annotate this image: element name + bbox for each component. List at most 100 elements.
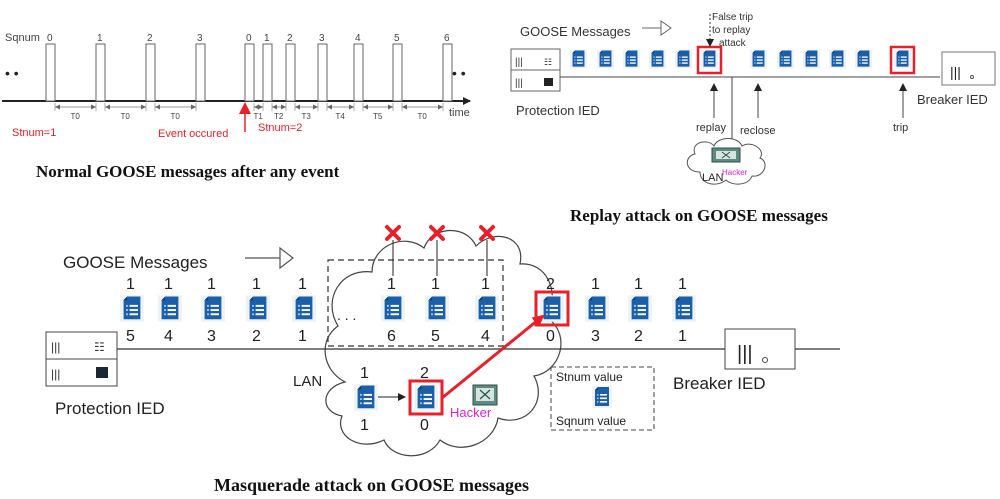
svg-text:|||: ||| xyxy=(950,64,961,80)
replay-message xyxy=(570,49,587,69)
message-doc-icon xyxy=(292,295,316,322)
sqnum-value: 3 xyxy=(207,328,216,345)
blocked-x-marker xyxy=(429,225,445,276)
sqnum-value: 2 xyxy=(634,328,643,345)
pulse-after: 6 xyxy=(442,33,453,102)
interval-marker: T4 xyxy=(326,103,355,121)
replay-message-highlighted xyxy=(696,45,723,75)
message-doc-icon xyxy=(597,49,614,69)
pulse-before: 3 xyxy=(195,33,206,102)
sqnum-value: 1 xyxy=(360,417,369,434)
blocked-message: 15 xyxy=(425,276,449,345)
injected-message: 20 xyxy=(534,276,570,345)
masq-protection-ied: ||| ||| ☷ xyxy=(45,331,118,387)
interval-label: T0 xyxy=(71,112,81,121)
stnum-value: 1 xyxy=(634,276,643,293)
message-doc-icon xyxy=(585,295,609,322)
sqnum-value: 2 xyxy=(252,328,261,345)
blocked-x-icon xyxy=(385,225,401,241)
sqnum-label: Sqnum xyxy=(5,32,40,44)
replay-message xyxy=(597,49,614,69)
replay-message-highlighted xyxy=(889,45,916,75)
stnum-value: 2 xyxy=(420,365,429,382)
masquerade-diagram: GOOSE Messages ||| ||| ☷ Protection IED … xyxy=(45,225,840,495)
pulse-after: 4 xyxy=(353,33,364,102)
false-trip-text: False trip to replay attack xyxy=(712,12,756,49)
interval-label: T0 xyxy=(418,112,428,121)
replay-direction-arrow xyxy=(642,20,672,36)
sqnum-value: 0 xyxy=(546,328,555,345)
message-doc-icon xyxy=(354,384,378,411)
sqnum-value: 5 xyxy=(394,33,400,44)
trip-label: trip xyxy=(893,122,908,134)
pulse-after: 3 xyxy=(317,33,328,102)
masq-hacker-label: Hacker xyxy=(450,405,492,420)
sqnum-value: 1 xyxy=(97,33,103,44)
replay-protection-ied-label: Protection IED xyxy=(516,103,600,118)
replay-message xyxy=(623,49,640,69)
sqnum-value: 6 xyxy=(387,328,396,345)
replay-message xyxy=(829,49,846,69)
sqnum-value: 4 xyxy=(355,33,361,44)
sqnum-value: 4 xyxy=(164,328,173,345)
masq-ellipsis: . . . xyxy=(337,307,356,323)
interval-marker: T2 xyxy=(271,103,287,121)
interval-label: T0 xyxy=(121,112,131,121)
left-message: 15 xyxy=(120,276,144,345)
replay-message-group xyxy=(570,45,916,75)
interval-label: T1 xyxy=(254,112,264,121)
pulse-before: 2 xyxy=(145,33,156,102)
stnum-value: 1 xyxy=(164,276,173,293)
ellipsis-right: • • xyxy=(452,65,466,81)
sqnum-value: 4 xyxy=(481,328,490,345)
right-message: 11 xyxy=(672,276,696,345)
sqnum-value: 3 xyxy=(197,33,203,44)
interval-label: T3 xyxy=(302,112,312,121)
interval-marker: T1 xyxy=(254,103,264,121)
interval-label: T5 xyxy=(373,112,383,121)
reclose-label: reclose xyxy=(740,125,775,137)
false-trip-line-1: False trip xyxy=(712,12,754,23)
pulse-before: 1 xyxy=(95,33,106,102)
masq-breaker-ied-label: Breaker IED xyxy=(673,374,766,393)
time-label: time xyxy=(449,107,470,119)
interval-label: T4 xyxy=(336,112,346,121)
masq-direction-arrow xyxy=(245,246,294,270)
interval-label: T0 xyxy=(171,112,181,121)
left-message: 11 xyxy=(292,276,316,345)
sqnum-value: 6 xyxy=(444,33,450,44)
svg-text:|||: ||| xyxy=(51,367,60,381)
replay-message xyxy=(675,49,692,69)
replay-message xyxy=(803,49,820,69)
message-doc-icon xyxy=(425,295,449,322)
stnum-value: 1 xyxy=(360,365,369,382)
masq-legend-box xyxy=(550,366,655,431)
message-doc-icon xyxy=(777,49,794,69)
false-trip-line-3: attack xyxy=(719,38,747,49)
replay-message xyxy=(777,49,794,69)
masq-goose-label: GOOSE Messages xyxy=(63,253,208,272)
masq-hacker-icon xyxy=(472,384,498,406)
blocked-x-icon xyxy=(479,225,495,241)
stnum1-label: Stnum=1 xyxy=(12,127,56,139)
svg-text:|||: ||| xyxy=(51,340,60,354)
pulse-before: 0 xyxy=(45,33,56,102)
message-doc-icon xyxy=(158,295,182,322)
stnum-value: 1 xyxy=(387,276,396,293)
blocked-message: 16 xyxy=(381,276,405,345)
masq-lan-label: LAN xyxy=(293,373,322,390)
replay-hacker-label: Hacker xyxy=(722,168,748,177)
replay-message xyxy=(750,49,767,69)
pulse-after: 0 xyxy=(244,33,255,102)
replay-goose-label: GOOSE Messages xyxy=(520,24,631,39)
pulse-after: 5 xyxy=(392,33,403,102)
highlight-frame xyxy=(696,45,723,75)
sqnum-value: 1 xyxy=(298,328,307,345)
pulse-after: 2 xyxy=(285,33,296,102)
message-doc-icon xyxy=(475,295,499,322)
sqnum-value: 5 xyxy=(431,328,440,345)
message-doc-icon xyxy=(540,295,564,322)
interval-marker: T0 xyxy=(54,103,97,121)
